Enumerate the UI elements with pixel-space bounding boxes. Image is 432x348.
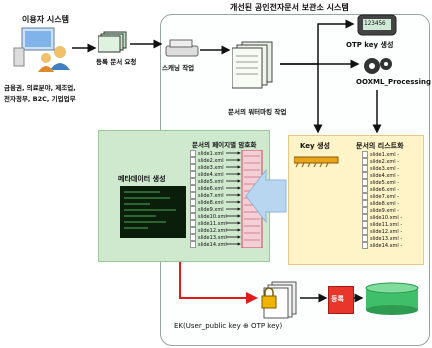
listed-file: slide7.xml - (362, 193, 399, 200)
ek-formula-label: EK(User_public key ⊕ OTP key) (174, 322, 283, 330)
watermarked-documents-icon (232, 41, 273, 89)
user-types-line1: 금융권, 의료분야, 제조업, (4, 84, 76, 92)
slide-file: slide2.xml (190, 157, 224, 164)
scan-task-label: 스캐닝 작업 (162, 64, 195, 72)
slide-file: slide1.xml (190, 150, 224, 157)
slide-file: slide4.xml (190, 171, 224, 178)
gears-icon (364, 58, 392, 74)
listed-file: slide3.xml - (362, 165, 399, 172)
listed-file: slide8.xml - (362, 200, 399, 207)
listed-file: slide5.xml - (362, 179, 399, 186)
slide-file: slide8.xml (190, 199, 224, 206)
otp-token-icon (357, 14, 397, 36)
user-system-label: 이용자 시스템 (22, 15, 69, 24)
scanner-icon (165, 39, 199, 57)
slide-file: slide9.xml (190, 206, 224, 213)
register-label: 등록 (331, 295, 344, 303)
slide-file: slide5.xml (190, 178, 224, 185)
doc-listing-label: 문서의 리스트화 (356, 142, 404, 150)
slide-file: slide7.xml (190, 192, 224, 199)
slide-file: slide10.xml (190, 213, 227, 220)
user-types-line2: 전자정부, B2C, 기업업무 (4, 95, 76, 103)
watermark-task-label: 문서의 워터마킹 작업 (228, 108, 287, 116)
document-stack-icon (98, 31, 127, 53)
metadata-console-image (120, 186, 186, 238)
database-icon (365, 282, 419, 315)
register-box (328, 286, 354, 314)
listed-file: slide13.xml - (362, 235, 402, 242)
listed-file: slide4.xml - (362, 172, 399, 179)
page-encrypt-label: 문서의 페이지별 암호화 (192, 141, 257, 149)
slide-file: slide14.xml (190, 241, 227, 248)
listed-file: slide10.xml - (362, 214, 402, 221)
otp-key-label: OTP key 생성 (346, 41, 394, 49)
listed-file: slide12.xml - (362, 228, 402, 235)
listed-file: slide14.xml - (362, 242, 402, 249)
otp-display-value: 123456 (364, 20, 386, 27)
listed-file: slide9.xml - (362, 207, 399, 214)
listed-file: slide2.xml - (362, 158, 399, 165)
arrow-listing-to-encryption (245, 168, 287, 224)
metadata-gen-label: 메타데이터 생성 (118, 175, 166, 183)
diagram-title: 개선된 공인전자문서 보관소 시스템 (230, 3, 349, 12)
key-icon (294, 156, 339, 168)
ooxml-processing-label: OOXML_Processing (356, 78, 431, 86)
listed-file: slide1.xml - (362, 151, 399, 158)
key-gen-label: Key 생성 (300, 142, 330, 150)
arrow-to-lock (179, 262, 258, 304)
arrow-to-otp (280, 19, 355, 65)
user-computer-icon (13, 27, 70, 72)
listed-file: slide6.xml - (362, 186, 399, 193)
listed-file-list: slide1.xml - slide2.xml - slide3.xml - s… (362, 151, 418, 255)
slide-file: slide3.xml (190, 164, 224, 171)
slide-file: slide11.xml (190, 220, 227, 227)
registration-request-label: 등록 문서 요청 (96, 58, 137, 66)
slide-file: slide13.xml (190, 234, 227, 241)
encrypted-docs-lock-icon (261, 281, 297, 319)
listed-file: slide11.xml - (362, 221, 402, 228)
slide-file-list: slide1.xml slide2.xml slide3.xml slide4.… (190, 150, 240, 248)
slide-file: slide6.xml (190, 185, 224, 192)
slide-file: slide12.xml (190, 227, 227, 234)
